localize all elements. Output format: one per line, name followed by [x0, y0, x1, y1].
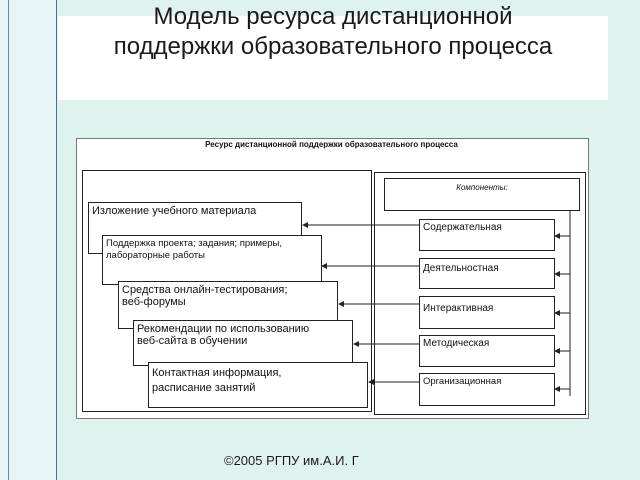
component-box-3: Интерактивная — [419, 296, 555, 329]
title-line-2: поддержки образовательного процесса — [113, 33, 553, 60]
component-4-label: Методическая — [423, 338, 490, 349]
component-box-1: Содержательная — [419, 219, 555, 251]
material-5-line-2: расписание занятий — [152, 382, 256, 394]
component-box-4: Методическая — [419, 335, 555, 367]
component-5-label: Организационная — [423, 376, 502, 387]
materials-group — [82, 170, 372, 412]
material-box-2: Поддержка проекта; задания; примеры, лаб… — [102, 235, 322, 285]
material-3-line-2: веб-форумы — [122, 296, 186, 308]
title-line-1: Модель ресурса дистанционной — [153, 3, 513, 30]
components-group — [374, 172, 586, 415]
component-box-2: Деятельностная — [419, 258, 555, 289]
footer-copyright: ©2005 РГПУ им.А.И. Г — [224, 453, 359, 468]
material-4-line-1: Рекомендации по использованию — [137, 323, 310, 335]
diagram-header: Ресурс дистанционной поддержки образоват… — [205, 140, 458, 149]
component-2-label: Деятельностная — [423, 263, 499, 274]
material-1-line-1: Изложение учебного материала — [92, 205, 257, 217]
material-2-line-2: лабораторные работы — [106, 250, 205, 261]
title-band — [58, 16, 608, 100]
components-header-label: Компоненты: — [456, 183, 508, 192]
left-decorative-stripe — [0, 0, 57, 480]
material-3-line-1: Средства онлайн-тестирования; — [122, 284, 288, 296]
material-box-4: Рекомендации по использованию веб-сайта … — [133, 320, 353, 366]
components-header-box: Компоненты: — [384, 178, 580, 211]
material-5-line-1: Контактная информация, — [152, 367, 282, 379]
material-box-5: Контактная информация, расписание заняти… — [148, 362, 368, 408]
material-4-line-2: веб-сайта в обучении — [137, 335, 248, 347]
slide-title: Модель ресурса дистанционной поддержки о… — [58, 2, 608, 62]
component-box-5: Организационная — [419, 373, 555, 406]
material-2-line-1: Поддержка проекта; задания; примеры, — [106, 238, 283, 249]
component-1-label: Содержательная — [423, 222, 502, 233]
component-3-label: Интерактивная — [423, 303, 494, 314]
